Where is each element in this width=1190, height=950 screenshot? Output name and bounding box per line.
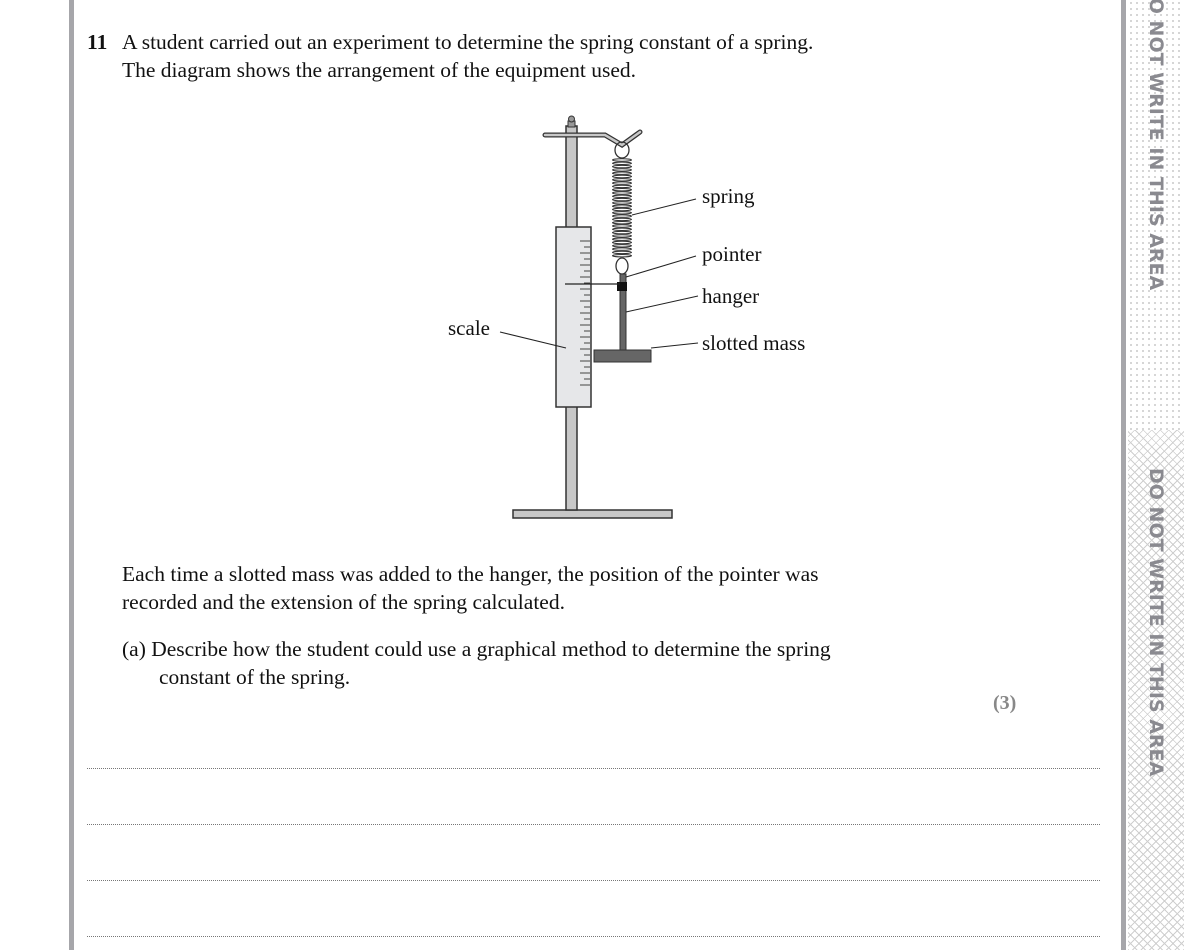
spring-coil bbox=[612, 214, 632, 218]
scale bbox=[555, 226, 592, 408]
part-a-line-2: constant of the spring. bbox=[159, 665, 351, 689]
spring-coil bbox=[612, 250, 632, 255]
label-spring: spring bbox=[702, 184, 755, 208]
spring-coil bbox=[612, 191, 632, 195]
part-a-line-1: (a) Describe how the student could use a… bbox=[122, 637, 831, 661]
marks-label: (3) bbox=[993, 692, 1017, 714]
answer-line-2[interactable] bbox=[87, 824, 1100, 825]
label-scale: scale bbox=[448, 316, 490, 340]
body-line-2: recorded and the extension of the spring… bbox=[122, 590, 565, 614]
slotted-mass bbox=[593, 349, 652, 363]
spring-coil bbox=[612, 234, 632, 238]
question-number: 11 bbox=[87, 30, 108, 54]
spring-coil bbox=[612, 201, 632, 205]
spring-coil bbox=[612, 184, 632, 189]
spring-coil bbox=[612, 227, 632, 232]
spring-coil bbox=[612, 247, 632, 251]
margin-dotted-area bbox=[1128, 0, 1184, 430]
spring-coil bbox=[612, 254, 632, 258]
spring-coil bbox=[612, 204, 632, 208]
body-line-1: Each time a slotted mass was added to th… bbox=[122, 562, 819, 586]
spring-coil bbox=[612, 174, 632, 179]
spring-coil bbox=[612, 230, 632, 235]
spring-coil bbox=[612, 211, 632, 215]
pointer-block bbox=[617, 282, 627, 291]
spring-coil bbox=[612, 171, 632, 175]
spring-coil bbox=[612, 181, 632, 185]
label-hanger: hanger bbox=[702, 284, 759, 308]
spring-coil bbox=[612, 188, 632, 192]
spring-coil bbox=[612, 240, 632, 245]
intro-line-1: A student carried out an experiment to d… bbox=[122, 30, 814, 54]
spring-coil bbox=[612, 158, 632, 162]
answer-line-3[interactable] bbox=[87, 880, 1100, 881]
intro-line-2: The diagram shows the arrangement of the… bbox=[122, 58, 637, 82]
margin-hatched-area bbox=[1128, 430, 1184, 950]
spring-coil bbox=[612, 197, 632, 202]
spring-coil bbox=[612, 237, 632, 241]
right-margin-bar bbox=[1121, 0, 1126, 950]
spring-coil bbox=[612, 224, 632, 228]
spring-coil bbox=[612, 161, 632, 166]
spring-coil bbox=[612, 178, 632, 182]
spring-coil bbox=[612, 168, 632, 172]
stand-base bbox=[512, 509, 673, 519]
label-slotted-mass: slotted mass bbox=[702, 331, 805, 355]
spring-coil bbox=[612, 221, 632, 225]
answer-line-4[interactable] bbox=[87, 936, 1100, 937]
spring-coil bbox=[612, 164, 632, 169]
spring-coil bbox=[612, 244, 632, 248]
answer-line-1[interactable] bbox=[87, 768, 1100, 769]
scale-ticks bbox=[580, 240, 590, 386]
spring-coil bbox=[612, 194, 632, 199]
label-pointer: pointer bbox=[702, 242, 761, 266]
spring-coil bbox=[612, 207, 632, 212]
spring-coil bbox=[612, 217, 632, 222]
left-margin-bar bbox=[69, 0, 74, 950]
spring bbox=[612, 158, 632, 258]
